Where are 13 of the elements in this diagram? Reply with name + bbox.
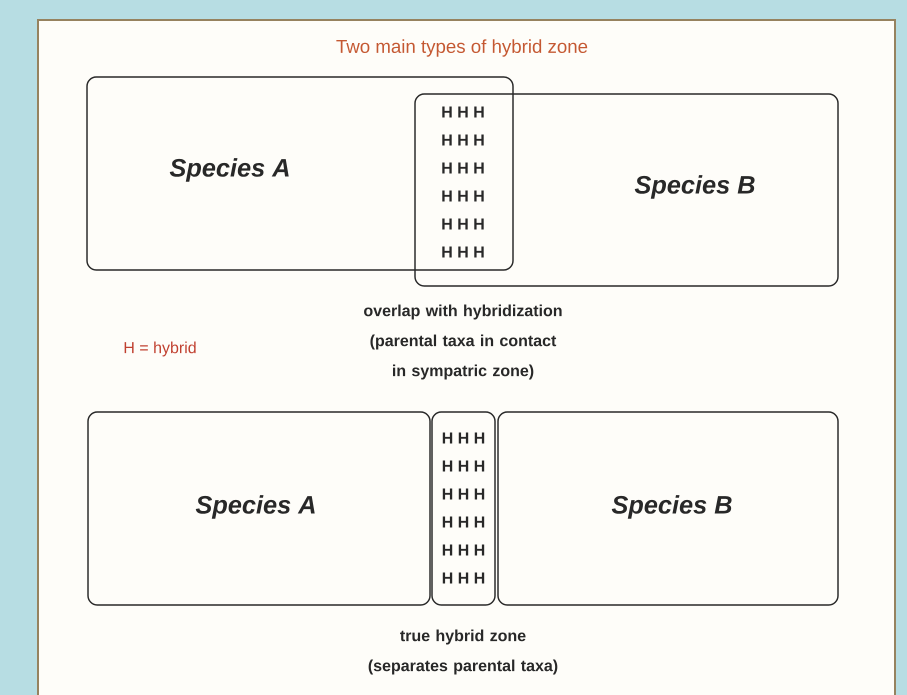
hybrid-letters: H H H — [442, 246, 484, 258]
hybrid-letters: H H H — [442, 106, 484, 118]
hybrid-letters: H H H — [442, 218, 484, 230]
legend-note: H = hybrid — [124, 342, 196, 356]
range-box: Species B — [497, 411, 839, 606]
caption: overlap with hybridization (parental taxa in contact in sympatric zone) — [364, 304, 562, 380]
hybrid-letters: H H H — [442, 190, 484, 202]
hybrid-letters: H H H — [442, 134, 484, 146]
hybrid-zone-box: H H H H H H H H H H H H H H H H H H — [431, 411, 496, 606]
hybrid-letters: H H H — [442, 162, 484, 174]
range-box: Species A — [87, 411, 431, 606]
title: Two main types of hybrid zone — [336, 39, 588, 57]
caption: true hybrid zone (separates parental taxa) — [368, 630, 558, 674]
